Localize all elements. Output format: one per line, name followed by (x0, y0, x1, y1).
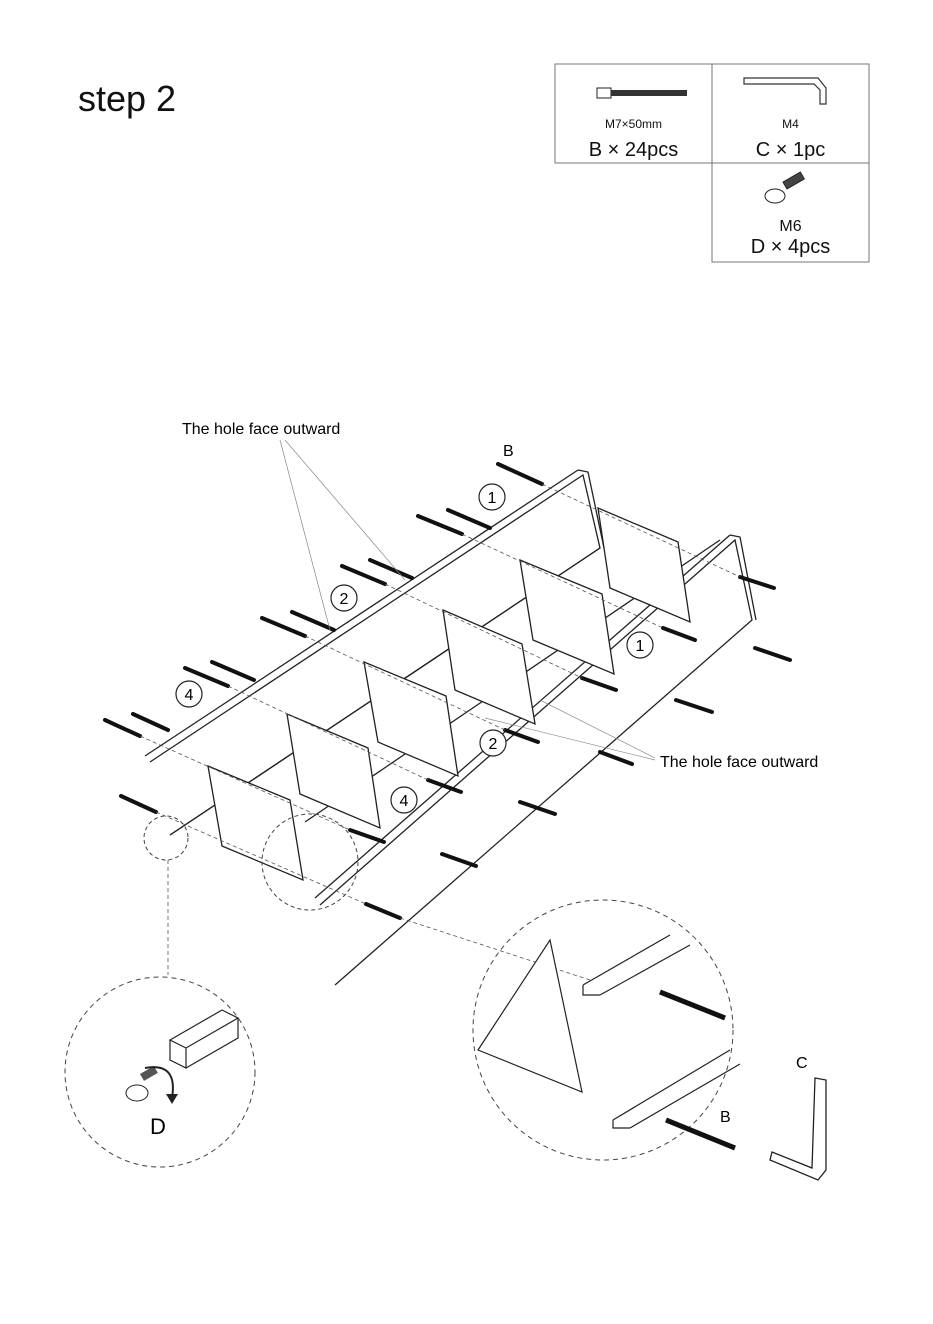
panel-1 (208, 766, 303, 880)
screw-d-detail-icon (126, 1066, 158, 1101)
allen-key-c-detail-icon (770, 1078, 826, 1180)
panel-3 (364, 662, 458, 776)
callout-1b: 1 (636, 638, 645, 655)
label-b-detail: B (720, 1109, 731, 1126)
label-b: B (503, 443, 514, 460)
callout-2b: 2 (489, 736, 498, 753)
panel-6 (598, 508, 690, 622)
panel-2 (287, 714, 380, 828)
detail-circle-b (473, 900, 740, 1160)
callout-2: 2 (340, 591, 349, 608)
panel-4 (443, 610, 535, 724)
note-hole-outward-right: The hole face outward (660, 754, 818, 771)
panel-5 (520, 560, 614, 674)
bolt-set (105, 464, 790, 918)
callout-4b: 4 (400, 793, 409, 810)
label-c: C (796, 1055, 808, 1072)
bolt-b-detail-top (660, 992, 725, 1018)
callout-1: 1 (488, 490, 497, 507)
label-d: D (150, 1114, 166, 1139)
note-hole-outward-top: The hole face outward (182, 421, 340, 438)
callout-4: 4 (185, 687, 194, 704)
